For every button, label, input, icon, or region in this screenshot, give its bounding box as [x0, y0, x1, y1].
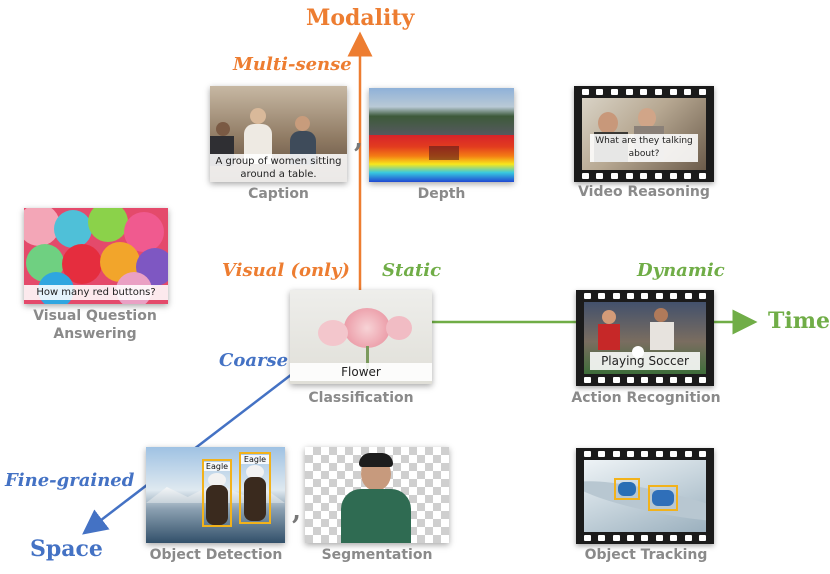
dynamic-label: Dynamic	[637, 260, 725, 281]
tracking-box-1	[614, 478, 640, 500]
classification-image: Flower	[290, 290, 432, 384]
depth-label: Depth	[417, 186, 466, 202]
action-recognition-film: Playing Soccer	[576, 290, 714, 386]
caption-image: A group of women sitting around a table.	[210, 86, 347, 182]
classification-label: Classification	[308, 390, 414, 406]
action-recognition-overlay: Playing Soccer	[590, 352, 700, 370]
separator-comma-2: ,	[292, 496, 302, 526]
object-detection-image: Eagle Eagle	[146, 447, 285, 543]
vqa-overlay: How many red buttons?	[24, 285, 168, 300]
separator-comma: ,	[354, 124, 364, 154]
vqa-image: How many red buttons?	[24, 208, 168, 304]
vqa-label: Visual Question Answering	[33, 308, 157, 342]
tracking-box-2	[648, 485, 678, 511]
video-reasoning-overlay: What are they talking about?	[590, 134, 698, 162]
coarse-label: Coarse	[219, 350, 289, 371]
caption-overlay: A group of women sitting around a table.	[210, 154, 347, 182]
video-reasoning-film: What are they talking about?	[574, 86, 714, 182]
space-axis-title: Space	[30, 536, 103, 562]
object-detection-label: Object Detection	[149, 547, 283, 563]
eagle-box-1: Eagle	[202, 459, 232, 527]
object-tracking-film	[576, 448, 714, 544]
depth-image	[369, 88, 514, 182]
eagle-box-2: Eagle	[239, 452, 271, 524]
static-label: Static	[382, 260, 442, 281]
segmentation-label: Segmentation	[321, 547, 433, 563]
multi-sense-label: Multi-sense	[233, 54, 352, 75]
action-recognition-label: Action Recognition	[571, 390, 721, 406]
fine-grained-label: Fine-grained	[5, 470, 135, 491]
modality-axis-title: Modality	[306, 5, 415, 31]
object-tracking-label: Object Tracking	[584, 547, 708, 563]
video-reasoning-label: Video Reasoning	[578, 184, 710, 200]
classification-overlay: Flower	[290, 363, 432, 381]
caption-label: Caption	[248, 186, 309, 202]
segmentation-image	[305, 447, 449, 543]
visual-only-label: Visual (only)	[222, 260, 350, 281]
time-axis-title: Time	[768, 308, 830, 334]
